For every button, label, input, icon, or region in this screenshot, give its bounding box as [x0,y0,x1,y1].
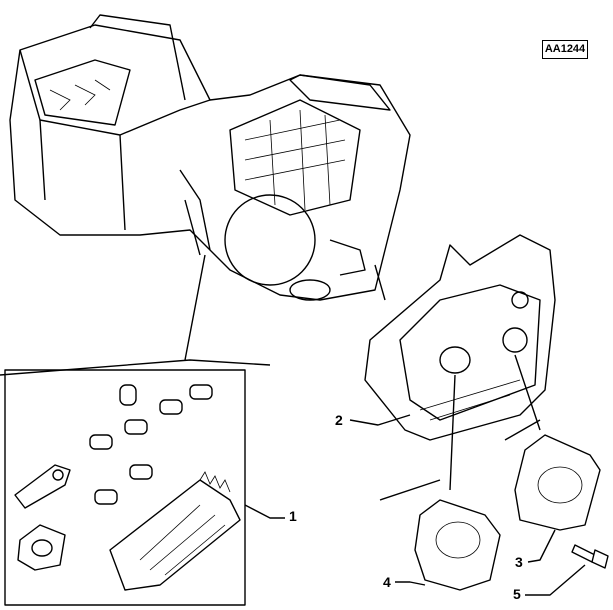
callout-4: 4 [383,574,391,590]
leader-5 [525,564,586,596]
callout-1: 1 [289,508,297,524]
callout-2: 2 [335,412,343,428]
leader-4 [395,581,426,586]
cover-part-4 [414,499,501,591]
leader-part3 [504,354,541,441]
leader-1 [244,504,285,519]
callout-3: 3 [515,554,523,570]
cover-part-3 [514,434,601,531]
housing-part-2 [364,234,556,441]
leader-3 [527,529,556,563]
cover-4-dome [435,521,481,559]
leader-part4 [379,374,456,501]
heater-unit-assembly [9,14,411,301]
leader-to-kit [0,254,271,376]
leader-2 [349,414,411,426]
linkage-kit-box [4,369,246,606]
callout-5: 5 [513,586,521,602]
reference-code-label: AA1244 [542,40,588,59]
screw-part-5 [571,544,609,569]
cover-3-dome [537,466,583,504]
